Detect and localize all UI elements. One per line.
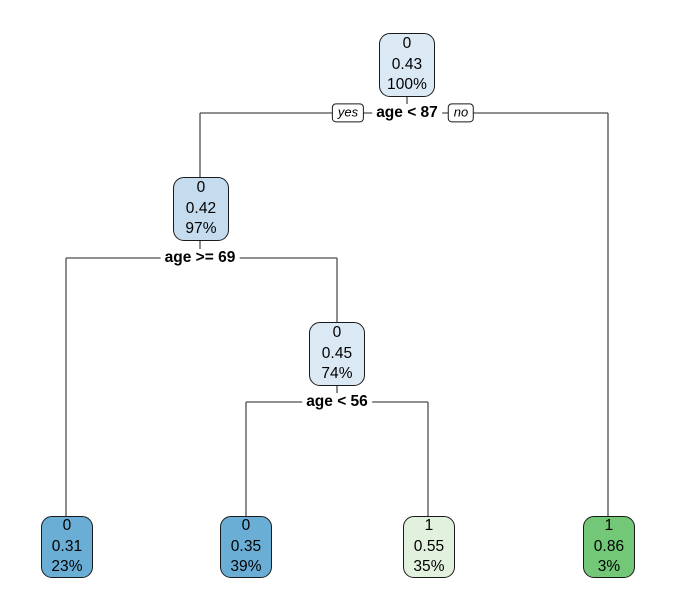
- node-probability: 0.31: [51, 537, 83, 555]
- node-percent: 23%: [51, 558, 83, 576]
- node-probability: 0.45: [321, 344, 353, 362]
- node-percent: 74%: [321, 365, 353, 383]
- node-percent: 35%: [413, 558, 445, 576]
- node-predicted-class: 1: [424, 517, 434, 535]
- split-condition-split-n3: age < 56: [302, 393, 372, 411]
- node-probability: 0.86: [593, 537, 625, 555]
- branch-label-yes: yes: [331, 103, 365, 123]
- node-percent: 3%: [597, 558, 621, 576]
- node-percent: 100%: [386, 76, 428, 94]
- node-predicted-class: 0: [332, 324, 342, 342]
- node-probability: 0.55: [413, 537, 445, 555]
- internal-node-n2[interactable]: 0 0.42 97%: [173, 177, 229, 241]
- split-condition-split-n2: age >= 69: [160, 249, 240, 267]
- node-percent: 97%: [185, 220, 217, 238]
- leaf-node-leaf4[interactable]: 1 0.86 3%: [583, 516, 635, 578]
- node-predicted-class: 0: [62, 517, 72, 535]
- node-predicted-class: 0: [241, 517, 251, 535]
- split-condition-split-root: age < 87: [372, 104, 442, 122]
- node-probability: 0.35: [230, 537, 262, 555]
- leaf-node-leaf1[interactable]: 0 0.31 23%: [41, 516, 93, 578]
- internal-node-root[interactable]: 0 0.43 100%: [379, 33, 435, 97]
- internal-node-n3[interactable]: 0 0.45 74%: [309, 322, 365, 386]
- node-predicted-class: 0: [402, 35, 412, 53]
- node-percent: 39%: [230, 558, 262, 576]
- node-predicted-class: 0: [196, 179, 206, 197]
- leaf-node-leaf3[interactable]: 1 0.55 35%: [403, 516, 455, 578]
- node-predicted-class: 1: [604, 517, 614, 535]
- node-probability: 0.42: [185, 199, 217, 217]
- node-probability: 0.43: [391, 55, 423, 73]
- leaf-node-leaf2[interactable]: 0 0.35 39%: [220, 516, 272, 578]
- branch-label-no: no: [447, 103, 475, 123]
